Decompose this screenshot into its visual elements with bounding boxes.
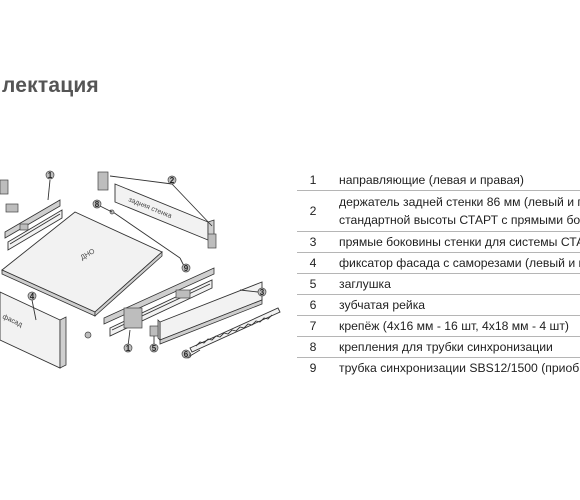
plug-part (149, 325, 159, 337)
legend-text: направляющие (левая и правая) (339, 173, 524, 187)
callout-9: 9 (181, 263, 191, 273)
svg-text:8: 8 (95, 200, 100, 209)
legend-row-1: 1 направляющие (левая и правая) (297, 170, 580, 191)
parts-legend: 1 направляющие (левая и правая) 2 держат… (297, 170, 580, 378)
legend-number: 4 (309, 256, 317, 270)
legend-text: зубчатая рейка (339, 298, 426, 312)
legend-number: 6 (309, 298, 317, 312)
leader-lines (31, 175, 259, 357)
legend-row-9: 9 трубка синхронизации SBS12/1500 (приоб (297, 358, 580, 378)
callout-5: 5 (149, 343, 159, 353)
assembly-diagram: .ln { fill: none; stroke: #333; stroke-w… (0, 170, 281, 369)
bottom-panel: ДНО (1, 211, 163, 317)
legend-number: 2 (309, 204, 317, 218)
legend-text: крепления для трубки синхронизации (339, 340, 553, 354)
legend-number: 7 (309, 319, 317, 333)
callout-1-bottom: 1 (123, 343, 133, 353)
back-wall-holders (97, 171, 217, 249)
svg-text:5: 5 (152, 344, 157, 353)
side-wall (157, 281, 263, 345)
legend-text: крепёж (4x16 мм - 16 шт, 4x18 мм - 4 шт) (339, 319, 569, 333)
svg-text:4: 4 (30, 292, 35, 301)
legend-text: держатель задней стенки 86 мм (левый и п… (339, 195, 580, 227)
legend-row-5: 5 заглушка (297, 274, 580, 295)
svg-text:6: 6 (184, 350, 189, 359)
legend-row-6: 6 зубчатая рейка (297, 295, 580, 316)
legend-row-3: 3 прямые боковины стенки для системы СТА (297, 232, 580, 253)
legend-row-8: 8 крепления для трубки синхронизации (297, 337, 580, 358)
callout-4: 4 (27, 291, 37, 301)
svg-text:9: 9 (184, 264, 189, 273)
legend-text: трубка синхронизации SBS12/1500 (приоб (339, 361, 580, 375)
callout-3: 3 (257, 287, 267, 297)
sync-tube (109, 209, 181, 259)
svg-text:1: 1 (126, 344, 131, 353)
right-runner (103, 267, 215, 337)
legend-number: 5 (309, 277, 317, 291)
front-panel: фасад (0, 291, 67, 369)
callout-markers: 1 2 3 4 5 6 8 9 1 (27, 170, 267, 359)
screw-part-left (84, 331, 92, 339)
callout-6: 6 (181, 349, 191, 359)
callout-1-top: 1 (45, 170, 55, 180)
legend-text: фиксатор фасада с саморезами (левый и п (339, 256, 580, 270)
page-title: лектация (2, 74, 99, 97)
legend-row-2: 2 держатель задней стенки 86 мм (левый и… (297, 191, 580, 232)
svg-text:2: 2 (170, 176, 175, 185)
legend-text: прямые боковины стенки для системы СТА (339, 235, 580, 249)
left-runner (0, 179, 63, 251)
legend-text: заглушка (339, 277, 391, 291)
svg-text:1: 1 (48, 171, 53, 180)
legend-row-4: 4 фиксатор фасада с саморезами (левый и … (297, 253, 580, 274)
svg-text:3: 3 (260, 288, 265, 297)
legend-number: 3 (309, 235, 317, 249)
toothed-rack (189, 307, 281, 353)
callout-8: 8 (92, 199, 102, 209)
legend-number: 8 (309, 340, 317, 354)
legend-row-7: 7 крепёж (4x16 мм - 16 шт, 4x18 мм - 4 ш… (297, 316, 580, 337)
legend-number: 9 (309, 361, 317, 375)
legend-number: 1 (309, 173, 317, 187)
callout-2: 2 (167, 175, 177, 185)
